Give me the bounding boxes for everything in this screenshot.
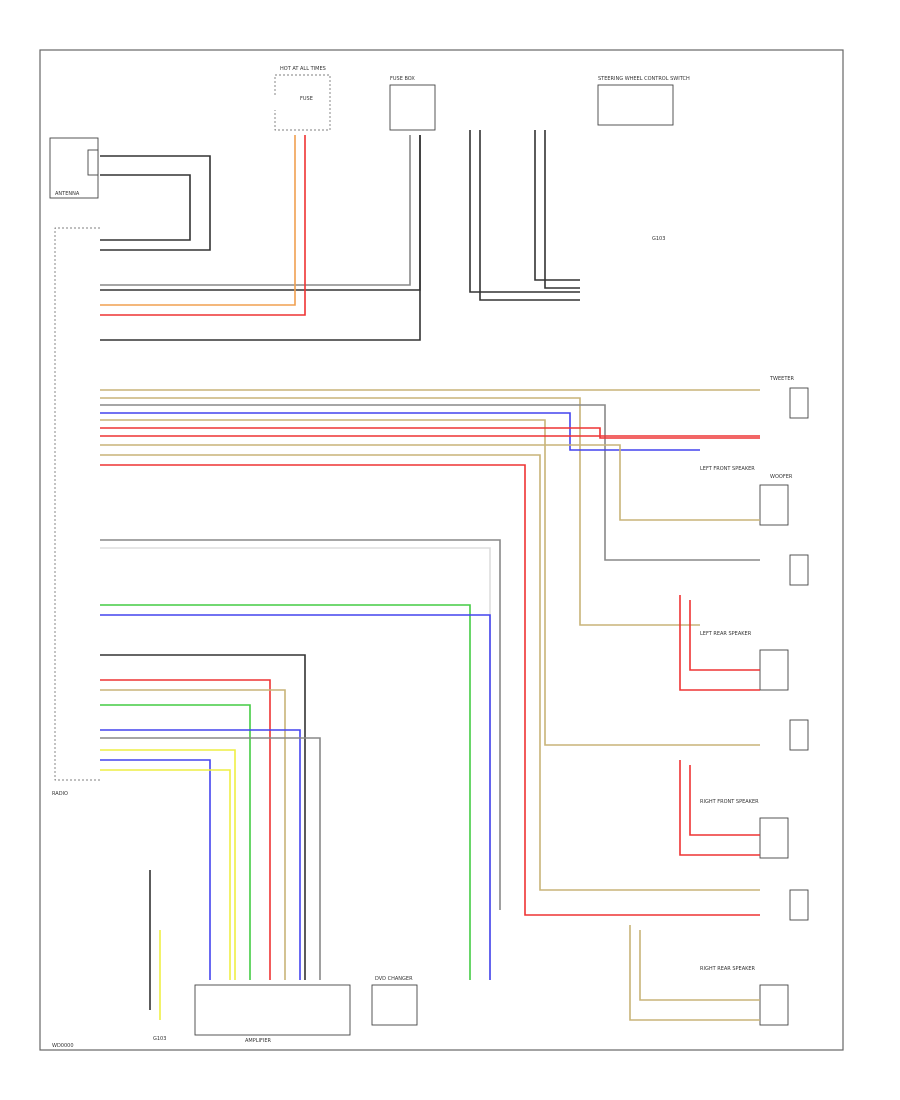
speaker-right-front: RIGHT FRONT SPEAKER [700,799,789,859]
wire-black-9 [534,130,580,281]
wire-white-22 [100,547,491,980]
steering-switch-label: STEERING WHEEL CONTROL SWITCH [598,76,690,82]
wire-black-10 [544,130,580,289]
fuse-label: FUSE [300,96,313,102]
hot-label: HOT AT ALL TIMES [280,66,326,72]
wires [100,130,760,1021]
wire-gray-30 [100,737,321,980]
wire-black-25 [100,654,306,980]
wire-tan-27 [100,689,286,980]
wire-green-28 [100,704,251,980]
wire-red-34 [679,595,760,691]
wire-orange-4 [100,135,296,306]
radio-label: RADIO [52,791,68,797]
wire-red-5 [100,135,306,316]
left-rear-label: LEFT REAR SPEAKER [700,631,752,637]
wire-black-6 [100,135,421,341]
wire-black-8 [479,130,580,301]
wire-red-26 [100,679,271,980]
wire-tan-18 [100,444,760,521]
ground-symbol: G103 G103 [153,236,665,1042]
wire-red-16 [100,427,760,439]
speaker-right-rear: RIGHT REAR SPEAKER [700,966,789,1026]
wire-blue-14 [100,412,700,451]
antenna-label: ANTENNA [55,191,80,197]
steering-switch-block: STEERING WHEEL CONTROL SWITCH [597,76,690,126]
wire-yellow-33 [100,769,231,980]
wire-red-35 [689,600,760,671]
wire-red-37 [689,765,760,836]
wire-blue-24 [100,614,491,980]
ground-label-top: G103 [652,236,665,242]
dvd-changer-label: DVD CHANGER [375,976,413,982]
left-front-label: LEFT FRONT SPEAKER [700,466,755,472]
page-code: WD0000 [52,1043,74,1049]
fuse-box-block: FUSE BOX [389,76,436,131]
wire-tan-19 [100,454,760,891]
wire-tan-15 [100,419,760,746]
woofer-label: WOOFER [770,474,793,480]
wire-gray-13 [100,404,760,561]
ground-label-bottom: G103 [153,1036,166,1042]
wire-tan-12 [100,397,700,626]
right-rear-label: RIGHT REAR SPEAKER [700,966,756,972]
wire-tan-38 [629,925,760,1021]
fuse-box-label: FUSE BOX [390,76,415,82]
wire-green-23 [100,604,471,980]
dvd-changer-block: DVD CHANGER [371,976,418,1026]
wire-gray-21 [100,539,501,910]
wire-black-1 [100,174,191,241]
wire-yellow-31 [100,749,236,980]
amplifier-label: AMPLIFIER [245,1038,272,1044]
speaker-left-front: LEFT FRONT SPEAKER [700,466,789,526]
speaker-left-rear: LEFT REAR SPEAKER [700,631,789,691]
antenna-block: ANTENNA [49,137,99,199]
wire-tan-39 [639,930,760,1001]
tweeter-label: TWEETER [769,376,795,382]
wire-black-7 [469,130,580,293]
wire-red-20 [100,464,760,916]
amplifier-block: AMPLIFIER [194,984,351,1044]
wire-gray-2 [100,135,411,286]
radio-block: RADIO [52,227,100,797]
wire-black-0 [100,155,211,251]
wire-red-36 [679,760,760,856]
diagram-frame [39,49,844,1051]
wire-blue-32 [100,759,211,980]
wire-blue-29 [100,729,301,980]
fuse-block: FUSE HOT AT ALL TIMES [274,66,331,131]
tweeters: TWEETER WOOFER [769,376,809,921]
wire-black-3 [100,135,421,291]
right-front-label: RIGHT FRONT SPEAKER [700,799,759,805]
